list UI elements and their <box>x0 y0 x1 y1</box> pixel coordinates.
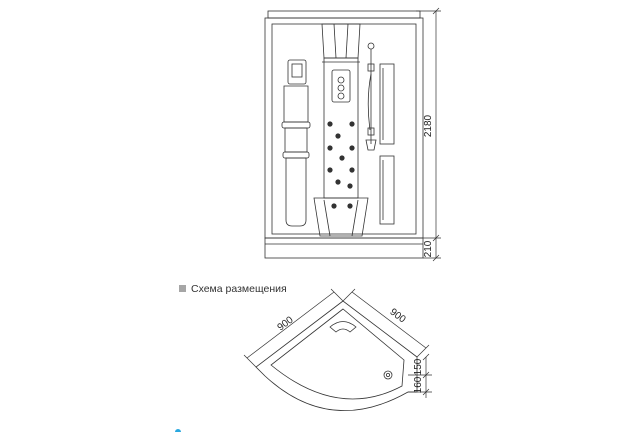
jet <box>339 155 345 161</box>
control-knob <box>337 92 345 100</box>
central-column <box>321 23 361 59</box>
legend-square <box>179 285 186 292</box>
section-label: Схема размещения <box>191 283 287 295</box>
height-total-label: 2180 <box>423 114 434 137</box>
jet <box>335 133 341 139</box>
jet <box>349 167 355 173</box>
jet <box>347 203 353 209</box>
left-backrest <box>283 85 309 123</box>
tray-outline <box>255 300 418 411</box>
control-panel <box>331 69 351 103</box>
massage-jets <box>327 121 355 209</box>
cabin-base-tray <box>264 237 424 259</box>
plan-width-left-label: 900 <box>276 314 296 333</box>
front-view <box>264 10 424 259</box>
right-lower-panel <box>379 155 395 225</box>
cabin-top-cap <box>267 10 421 19</box>
jet <box>335 179 341 185</box>
drain <box>383 370 393 380</box>
control-knob <box>337 84 345 92</box>
left-seat <box>281 121 311 129</box>
plan-view <box>255 300 418 411</box>
height-base-label: 210 <box>423 240 434 257</box>
control-knob <box>337 76 345 84</box>
corner-mark-icon <box>175 429 181 432</box>
plan-offset-a-label: 150 <box>413 358 424 375</box>
jet <box>349 145 355 151</box>
plan-width-right-label: 900 <box>388 307 408 326</box>
seat-recess <box>329 321 357 333</box>
foot-trough <box>313 197 369 237</box>
plan-offset-b-label: 160 <box>413 376 424 393</box>
jet <box>327 145 333 151</box>
jet <box>327 167 333 173</box>
jet <box>327 121 333 127</box>
right-upper-panel <box>379 63 395 145</box>
shower-hose <box>367 73 372 131</box>
plan-dimensions <box>243 288 432 398</box>
hand-shower <box>365 139 377 151</box>
left-lower-panel <box>285 157 307 227</box>
shower-head <box>367 42 375 50</box>
jet <box>347 183 353 189</box>
jet <box>331 203 337 209</box>
tray-inner <box>270 308 405 400</box>
left-panel-box <box>287 59 307 85</box>
jet <box>349 121 355 127</box>
height-dimension <box>416 7 441 262</box>
